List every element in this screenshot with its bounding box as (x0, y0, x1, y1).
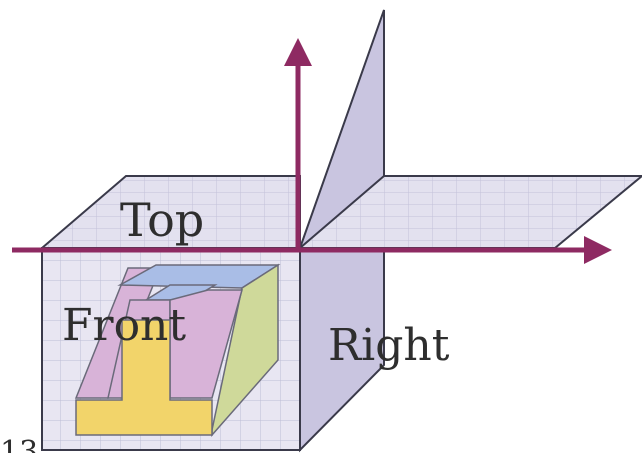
vertical-axis-arrowhead (284, 38, 312, 66)
right-label: Right (328, 320, 450, 371)
front-label: Front (62, 300, 186, 351)
horizontal-axis-arrowhead (584, 236, 612, 264)
top-label: Top (120, 193, 204, 247)
page-number: 13 (0, 435, 38, 453)
t-block-object (74, 263, 281, 437)
